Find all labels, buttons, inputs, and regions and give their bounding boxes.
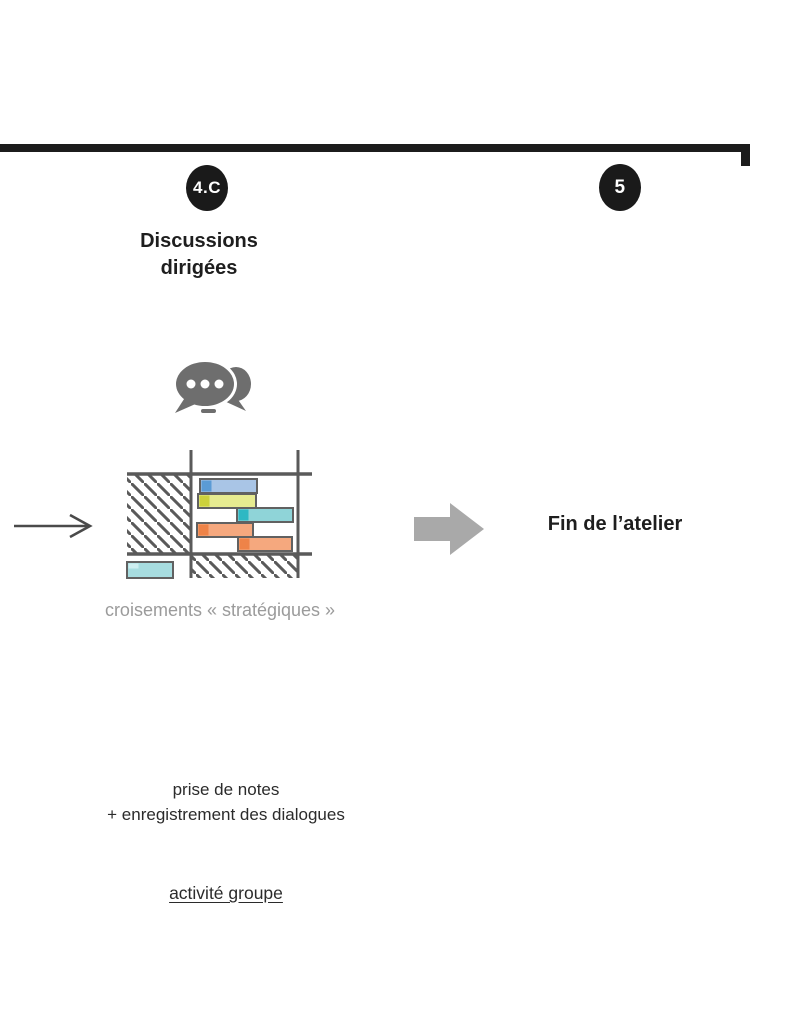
step-title-discussions: Discussions dirigées	[99, 228, 299, 282]
chat-dot-1	[186, 379, 196, 389]
matrix-bar-teal	[236, 507, 294, 523]
line-arrow-head	[69, 513, 93, 539]
block-arrow-shape	[414, 503, 484, 555]
notes-line2: + enregistrement des dialogues	[107, 805, 345, 824]
matrix-hatched-cell-topleft	[127, 474, 191, 554]
matrix-bar-teal-small	[126, 561, 174, 579]
matrix-bar-orange-1	[196, 522, 254, 538]
notes-line1: prise de notes	[172, 780, 280, 799]
activity-group-text: activité groupe	[169, 883, 283, 903]
matrix-bar-blue	[199, 478, 258, 494]
caption-croisements: croisements « stratégiques »	[104, 600, 336, 620]
matrix-bar-yellow	[197, 493, 257, 509]
step-badge-4c: 4.C	[186, 165, 228, 211]
step-title-line2: dirigées	[160, 257, 238, 279]
right-block-arrow-icon	[414, 503, 484, 555]
matrix-hatched-cell-bottom	[191, 554, 298, 578]
matrix-bar-orange-2	[237, 536, 293, 552]
strategy-matrix-icon	[126, 450, 312, 579]
step-badge-5: 5	[599, 164, 641, 211]
activity-group-label: activité groupe	[26, 883, 426, 904]
chat-bubble-main-chin	[201, 409, 216, 413]
chat-bubbles-icon	[173, 359, 251, 413]
end-title: Fin de l’atelier	[547, 513, 683, 535]
chat-dot-2	[200, 379, 210, 389]
step-title-line1: Discussions	[140, 230, 258, 252]
timeline-bar	[0, 144, 750, 152]
notes-text: prise de notes + enregistrement des dial…	[26, 777, 426, 827]
timeline-end-tick	[741, 144, 750, 166]
right-line-arrow-icon	[14, 513, 93, 539]
chat-dot-3	[214, 379, 224, 389]
